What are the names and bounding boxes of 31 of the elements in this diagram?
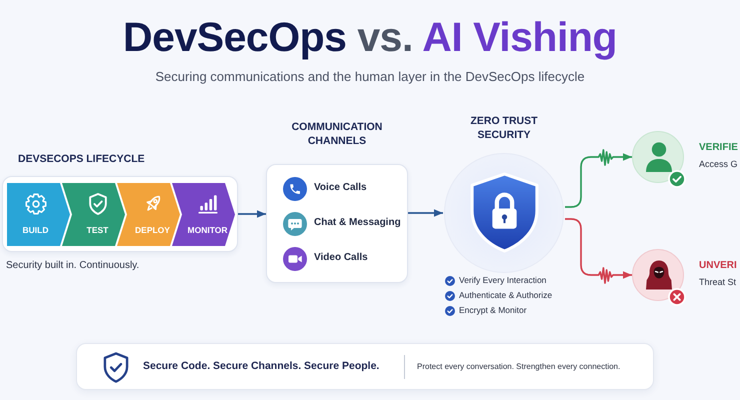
stage-label: TEST bbox=[86, 225, 110, 236]
arrow bbox=[238, 210, 266, 218]
process-step bbox=[7, 183, 70, 246]
checklist-item: Encrypt & Monitor bbox=[459, 305, 527, 316]
channel-label: Voice Calls bbox=[314, 182, 367, 194]
caption-text: Security built in. Continuously. bbox=[6, 260, 140, 272]
checklist-item: Verify Every Interaction bbox=[459, 275, 546, 286]
stage-label: MONITOR bbox=[186, 225, 228, 236]
section-heading: ZERO TRUST SECURITY bbox=[469, 114, 539, 142]
footer-banner bbox=[76, 343, 654, 390]
arrow bbox=[408, 209, 443, 217]
stage-label: DEPLOY bbox=[134, 225, 171, 236]
footer-note: Protect every conversation. Strengthen every connection. bbox=[417, 362, 620, 372]
channel-label: Video Calls bbox=[314, 252, 368, 264]
status-text: Access G bbox=[699, 159, 738, 170]
arrow bbox=[565, 149, 632, 208]
channel-label: Chat & Messaging bbox=[314, 217, 401, 230]
status-text: Threat St bbox=[699, 277, 736, 288]
process-step bbox=[62, 183, 125, 246]
status-heading: VERIFIE bbox=[699, 142, 738, 154]
arrow bbox=[565, 218, 632, 284]
title: DevSecOps vs. AI Vishing bbox=[122, 13, 618, 62]
process-step bbox=[117, 183, 180, 246]
section-heading: DEVSECOPS LIFECYCLE bbox=[18, 152, 145, 166]
stage-label: BUILD bbox=[22, 225, 50, 236]
subtitle: Securing communications and the human layer in the DevSecOps lifecycle bbox=[154, 69, 586, 85]
status-heading: UNVERI bbox=[699, 260, 737, 272]
section-heading: COMMUNICATION CHANNELS bbox=[290, 120, 384, 148]
checklist-item: Authenticate & Authorize bbox=[459, 290, 552, 301]
process-step bbox=[172, 183, 235, 246]
tagline: Secure Code. Secure Channels. Secure People. bbox=[143, 360, 380, 374]
